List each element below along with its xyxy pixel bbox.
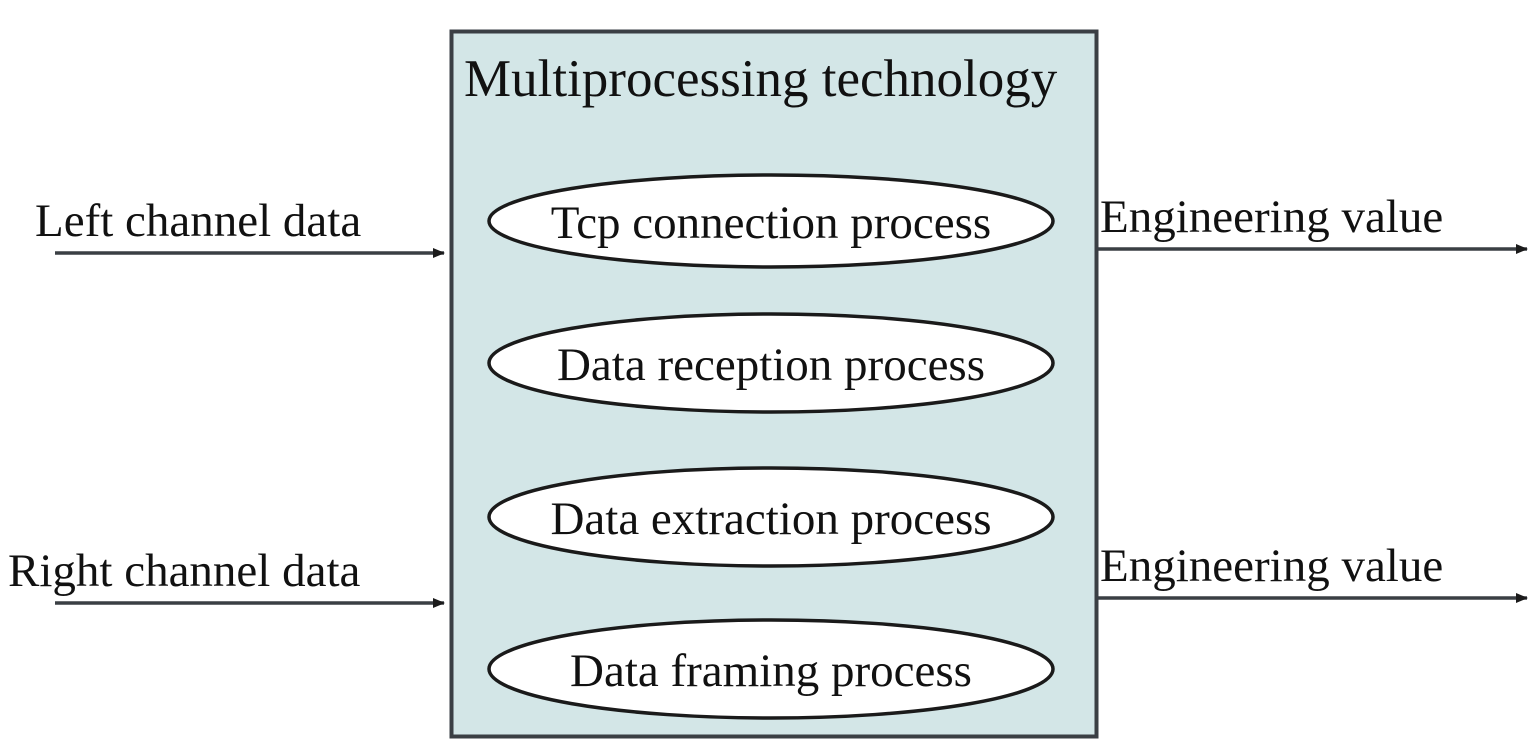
output-label-1: Engineering value xyxy=(1100,191,1443,243)
process-ellipse-3 xyxy=(487,466,1055,568)
process-label-1: Tcp connection process xyxy=(551,197,991,249)
process-ellipse-2 xyxy=(487,312,1055,414)
input-label-2: Right channel data xyxy=(8,545,361,597)
input-label-1: Left channel data xyxy=(35,195,361,247)
output-label-2: Engineering value xyxy=(1100,540,1443,592)
process-label-2: Data reception process xyxy=(557,339,985,391)
process-label-3: Data extraction process xyxy=(550,493,991,545)
process-label-4: Data framing process xyxy=(570,645,972,697)
process-ellipse-4 xyxy=(487,618,1055,720)
process-ellipse-1 xyxy=(487,173,1055,269)
block-title: Multiprocessing technology xyxy=(464,50,1058,108)
